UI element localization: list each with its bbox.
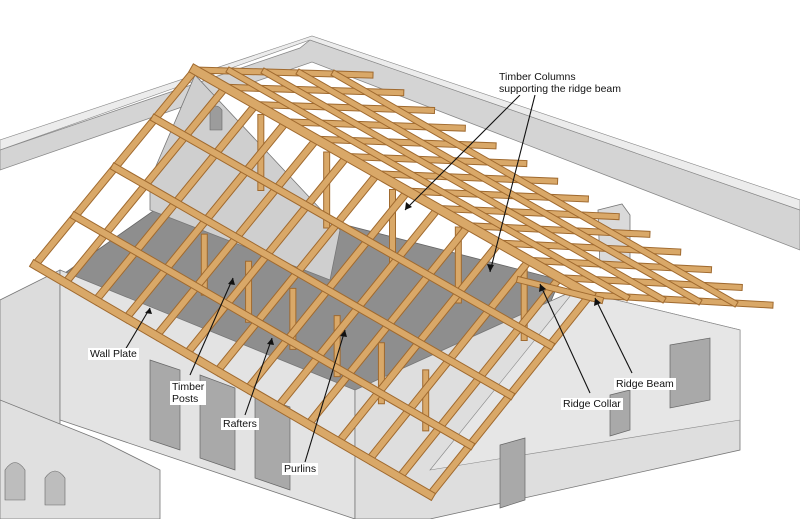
label-timber-posts: Timber Posts bbox=[170, 381, 207, 405]
gable-triangle bbox=[429, 289, 741, 471]
boundary-wall-top bbox=[0, 35, 800, 211]
label-ridge-collar: Ridge Collar bbox=[561, 398, 623, 410]
leader-wall-plate bbox=[124, 307, 151, 351]
purlin-left-1 bbox=[150, 114, 555, 350]
leader-rafters bbox=[244, 337, 273, 416]
purlin-left-3 bbox=[70, 212, 475, 450]
purlin-right-2 bbox=[261, 68, 666, 303]
ridge-beam bbox=[189, 64, 596, 301]
rafter-right-1 bbox=[222, 84, 404, 96]
label-purlins: Purlins bbox=[282, 463, 319, 475]
leader-timber-columns-a bbox=[404, 94, 521, 211]
leader-ridge-beam bbox=[594, 297, 633, 374]
leader-arrowheads bbox=[145, 202, 601, 345]
leader-ridge-collar bbox=[539, 283, 591, 394]
ridge-collar bbox=[516, 276, 604, 304]
leader-timber-posts bbox=[189, 277, 234, 376]
leader-lines bbox=[124, 94, 633, 463]
lower-building bbox=[0, 399, 161, 519]
label-timber-columns: Timber Columns supporting the ridge beam bbox=[497, 71, 623, 95]
purlin-right-4 bbox=[331, 70, 738, 307]
label-timber-posts-line1: Timber bbox=[172, 381, 205, 393]
purlin-left-2 bbox=[110, 163, 515, 400]
rafter-right-5 bbox=[344, 153, 527, 167]
leader-timber-columns-b bbox=[489, 94, 536, 273]
wall-plate bbox=[30, 260, 435, 500]
rafter-right-2 bbox=[253, 102, 435, 113]
purlin-right-3 bbox=[296, 69, 702, 305]
label-wall-plate: Wall Plate bbox=[88, 348, 139, 360]
label-rafters: Rafters bbox=[221, 418, 259, 430]
lower-arched-windows bbox=[4, 462, 66, 506]
rafter-right-4 bbox=[313, 136, 496, 149]
label-ridge-beam: Ridge Beam bbox=[614, 378, 676, 390]
label-timber-columns-line2: supporting the ridge beam bbox=[499, 83, 621, 95]
label-timber-columns-line1: Timber Columns bbox=[499, 71, 576, 83]
purlin-right-1 bbox=[226, 67, 630, 301]
label-timber-posts-line2: Posts bbox=[172, 393, 199, 405]
leader-purlins bbox=[304, 329, 346, 463]
rafter-right-3 bbox=[283, 119, 465, 131]
